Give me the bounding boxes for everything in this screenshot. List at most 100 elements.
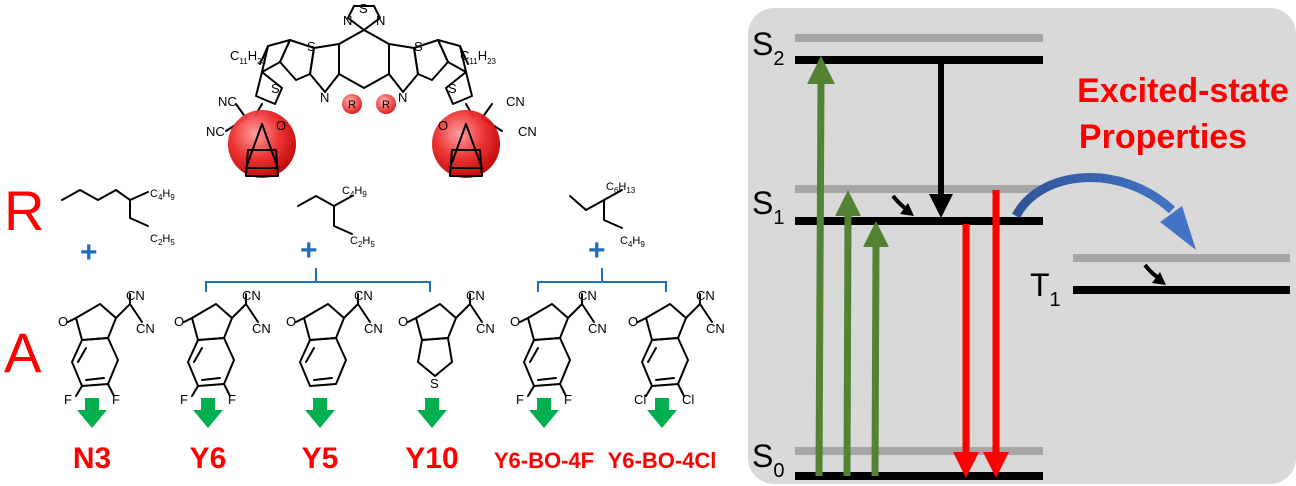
yield-arrow	[417, 398, 447, 428]
plus-sign-2: +	[300, 234, 318, 267]
end-group-marker-right	[432, 110, 500, 178]
svg-text:N: N	[376, 13, 385, 28]
acceptor-label-y6: Y6	[190, 442, 227, 475]
side-chain-2: C4H9 C2H5 +	[205, 185, 431, 292]
acceptor-label-y6-bo-4cl: Y6-BO-4Cl	[608, 448, 717, 473]
carbonyl-oxygen: O	[174, 314, 184, 329]
intersystem-crossing-arrow	[1012, 173, 1176, 219]
end-group-n3: O CN CN F F N3	[58, 288, 155, 475]
s1-label: S1	[752, 185, 784, 229]
svg-text:CN: CN	[506, 94, 525, 109]
diagram-title-line1: Excited-state	[1077, 72, 1289, 110]
halogen-label: F	[564, 392, 572, 407]
cyano-label: CN	[126, 288, 145, 303]
halogen-label: Cl	[682, 392, 694, 407]
s1-relaxation-curl-head	[900, 203, 914, 216]
absorption-arrow-s0-s1-a	[835, 190, 861, 477]
absorption-arrow-s0-s1-b	[863, 221, 889, 477]
svg-text:O: O	[438, 118, 448, 133]
acceptor-label-n3: N3	[73, 442, 111, 475]
cyano-label: CN	[364, 321, 383, 336]
svg-text:N: N	[343, 13, 352, 28]
cyano-label: CN	[136, 321, 155, 336]
side-chain-3: C6H13 C4H9 +	[537, 181, 667, 292]
thiophene-sulfur: S	[430, 376, 439, 391]
svg-text:C4H9: C4H9	[620, 235, 645, 249]
svg-text:N: N	[398, 90, 407, 105]
svg-text:C2H5: C2H5	[350, 235, 375, 249]
svg-text:S: S	[307, 39, 316, 54]
svg-text:C2H5: C2H5	[150, 233, 175, 247]
svg-text:C4H9: C4H9	[150, 188, 175, 202]
diagram-panel	[748, 8, 1296, 484]
plus-sign-1: +	[80, 236, 98, 269]
cyano-label: CN	[588, 321, 607, 336]
svg-text:N: N	[320, 90, 329, 105]
side-chain-marker-right	[376, 94, 396, 114]
carbonyl-oxygen: O	[286, 314, 296, 329]
core-molecule: S N N N N S S S S C11H23 C11H23 R R	[206, 1, 537, 178]
cyano-label: CN	[466, 288, 485, 303]
svg-text:S: S	[414, 39, 423, 54]
acceptor-label-y10: Y10	[405, 442, 458, 475]
cyano-label: CN	[252, 321, 271, 336]
halogen-label: F	[112, 392, 120, 407]
side-chain-1: C4H9 C2H5 +	[61, 188, 175, 269]
svg-text:R: R	[348, 99, 356, 111]
halogen-label: F	[180, 392, 188, 407]
s0-label: S0	[752, 438, 784, 482]
carbonyl-oxygen: O	[58, 314, 68, 329]
intersystem-crossing-arrow-head	[1160, 206, 1196, 250]
t1-relaxation-curl-head	[1152, 272, 1166, 285]
end-group-marker-left	[228, 110, 296, 178]
svg-text:C6H13: C6H13	[606, 181, 636, 195]
halogen-label: Cl	[634, 392, 646, 407]
cyano-label: CN	[578, 288, 597, 303]
svg-text:S: S	[359, 1, 368, 16]
svg-text:NC: NC	[218, 94, 237, 109]
r-row-label: R	[4, 179, 44, 242]
end-group-row: O CN CN F F N3 O CN CN F F Y6 O CN CN Y5 O CN CN S Y10 O CN CN F…	[58, 288, 725, 475]
emission-arrow-b	[983, 190, 1009, 478]
internal-conversion-arrow	[929, 64, 953, 218]
yield-arrow	[77, 398, 107, 428]
jablonski-diagram: S2 S1 S0 T1 Excited-state Properties	[748, 8, 1296, 484]
halogen-label: F	[516, 392, 524, 407]
t1-label: T1	[1030, 267, 1061, 311]
halogen-label: F	[64, 392, 72, 407]
side-chain-marker-left	[342, 94, 362, 114]
carbonyl-oxygen: O	[510, 314, 520, 329]
emission-arrow-a	[953, 224, 979, 478]
svg-text:C11H23: C11H23	[460, 48, 497, 66]
end-group-y5: O CN CN Y5	[286, 288, 383, 475]
plus-sign-3: +	[588, 234, 606, 267]
carbonyl-oxygen: O	[398, 314, 408, 329]
end-group-y10: O CN CN S Y10	[398, 288, 495, 475]
bracket-y-series	[205, 268, 431, 292]
s2-label: S2	[752, 26, 784, 70]
svg-text:R: R	[382, 99, 390, 111]
yield-arrow	[305, 398, 335, 428]
yield-arrow	[647, 398, 677, 428]
svg-text:C11H23: C11H23	[230, 48, 267, 66]
svg-text:NC: NC	[206, 124, 225, 139]
bracket-bo-series	[537, 268, 667, 292]
absorption-arrow-s0-s2	[807, 56, 835, 477]
svg-text:S: S	[448, 81, 457, 96]
svg-text:CN: CN	[518, 124, 537, 139]
svg-text:C4H9: C4H9	[342, 185, 367, 199]
carbonyl-oxygen: O	[628, 314, 638, 329]
cyano-label: CN	[354, 288, 373, 303]
cyano-label: CN	[696, 288, 715, 303]
cyano-label: CN	[242, 288, 261, 303]
yield-arrow	[529, 398, 559, 428]
diagram-title-line2: Properties	[1079, 118, 1247, 156]
yield-arrow	[193, 398, 223, 428]
a-row-label: A	[4, 321, 42, 384]
acceptor-label-y5: Y5	[302, 442, 339, 475]
cyano-label: CN	[476, 321, 495, 336]
svg-text:S: S	[271, 81, 280, 96]
